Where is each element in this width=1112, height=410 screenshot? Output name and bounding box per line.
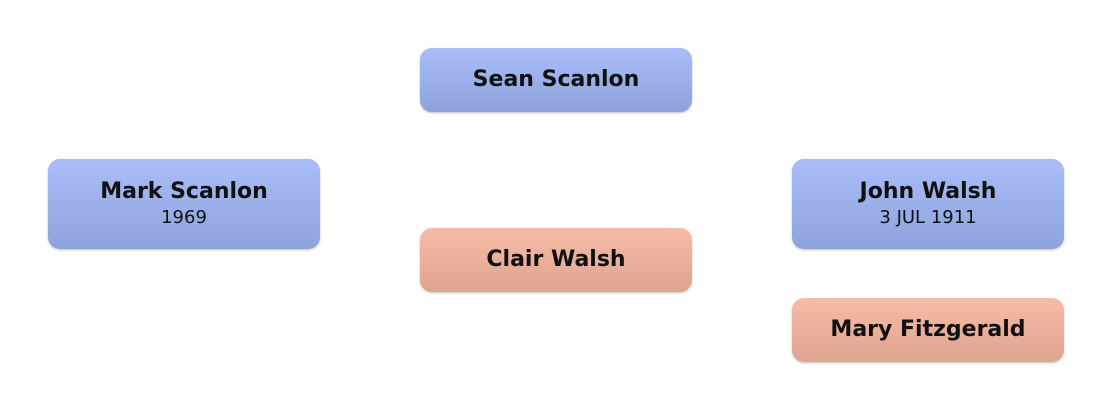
person-birth-date: 3 JUL 1911 bbox=[879, 207, 977, 228]
person-birth-date: 1969 bbox=[161, 207, 207, 228]
person-name: Clair Walsh bbox=[486, 247, 626, 272]
person-box-sean-scanlon[interactable]: Sean Scanlon bbox=[420, 48, 692, 112]
person-name: John Walsh bbox=[859, 179, 997, 204]
person-name: Mark Scanlon bbox=[100, 179, 268, 204]
person-name: Sean Scanlon bbox=[472, 67, 640, 92]
person-name: Mary Fitzgerald bbox=[830, 317, 1026, 342]
person-box-clair-walsh[interactable]: Clair Walsh bbox=[420, 228, 692, 292]
person-box-mark-scanlon[interactable]: Mark Scanlon 1969 bbox=[48, 159, 320, 249]
person-box-john-walsh[interactable]: John Walsh 3 JUL 1911 bbox=[792, 159, 1064, 249]
person-box-mary-fitzgerald[interactable]: Mary Fitzgerald bbox=[792, 298, 1064, 362]
